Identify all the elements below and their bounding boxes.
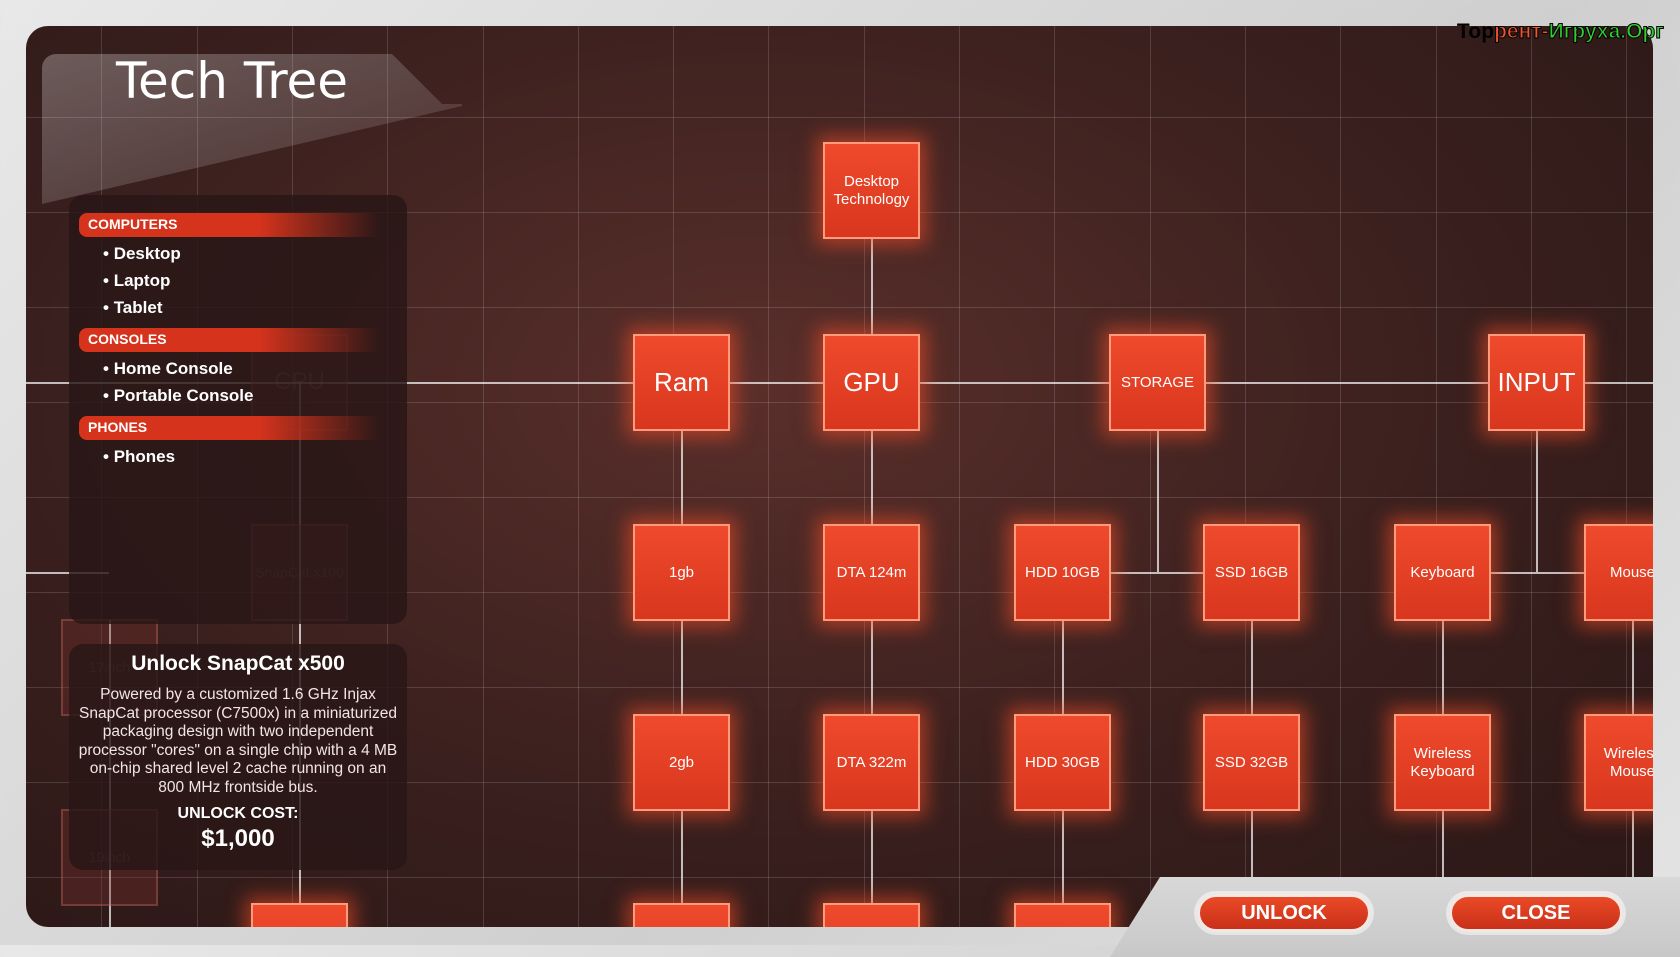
grid-line [1530, 26, 1532, 927]
menu-item[interactable]: • Home Console [103, 359, 407, 379]
tech-node[interactable]: Ram [633, 334, 730, 431]
page-title: Tech Tree [116, 52, 349, 110]
grid-line [1149, 26, 1151, 927]
bullet-icon: • [103, 298, 114, 317]
menu-item-label: Laptop [113, 271, 171, 290]
grid-line [26, 117, 1653, 118]
grid-line [863, 26, 865, 927]
grid-line [959, 26, 960, 927]
menu-item-label: Phones [113, 447, 176, 466]
tech-node[interactable]: SSD 16GB [1203, 524, 1300, 621]
menu-item-label: Portable Console [113, 386, 254, 405]
watermark: Торрент-Игруха.Орг [1456, 20, 1665, 44]
grid-line [26, 497, 1653, 498]
tech-node[interactable]: INPUT [1488, 334, 1585, 431]
bullet-icon: • [103, 447, 114, 466]
tech-node[interactable]: Wireless Keyboard [1394, 714, 1491, 811]
bullet-icon: • [103, 244, 114, 263]
category-header: CONSOLES [79, 328, 379, 352]
unlock-description: Powered by a customized 1.6 GHz Injax Sn… [78, 686, 398, 796]
connector-line [1536, 382, 1538, 572]
menu-item[interactable]: • Portable Console [103, 386, 407, 406]
connector-line [681, 382, 683, 927]
grid-line [482, 26, 484, 927]
tech-node[interactable]: DTA 322m [823, 714, 920, 811]
grid-line [577, 26, 579, 927]
grid-line [1626, 26, 1628, 927]
tech-node[interactable]: Wireless Mouse [1584, 714, 1653, 811]
menu-item-label: Tablet [113, 298, 163, 317]
bullet-icon: • [103, 359, 114, 378]
connector-line [871, 382, 873, 927]
tech-node[interactable]: Desktop Technology [823, 142, 920, 239]
menu-item[interactable]: • Laptop [103, 271, 407, 291]
grid-line [1435, 26, 1437, 927]
unlock-cost-label: UNLOCK COST: [177, 805, 299, 822]
tech-node-partial[interactable] [1014, 903, 1111, 927]
tech-node[interactable]: HDD 10GB [1014, 524, 1111, 621]
category-header: PHONES [79, 416, 379, 440]
connector-line [1442, 572, 1632, 574]
menu-item[interactable]: • Desktop [103, 244, 407, 264]
grid-line [673, 26, 675, 927]
unlock-cost: $1,000 [201, 825, 275, 852]
menu-item[interactable]: • Tablet [103, 298, 407, 318]
grid-line [1244, 26, 1246, 927]
menu-item-label: Home Console [113, 359, 233, 378]
tech-node-partial[interactable] [823, 903, 920, 927]
close-button[interactable]: CLOSE [1449, 894, 1623, 932]
tech-node[interactable]: STORAGE [1109, 334, 1206, 431]
grid-line [1340, 26, 1342, 927]
menu-item-label: Desktop [113, 244, 181, 263]
connector-line [871, 190, 873, 382]
grid-line [26, 877, 1653, 878]
grid-line [26, 307, 1653, 308]
unlock-button[interactable]: UNLOCK [1197, 894, 1371, 932]
tech-node[interactable]: 2gb [633, 714, 730, 811]
tech-node[interactable]: HDD 30GB [1014, 714, 1111, 811]
tech-node[interactable]: DTA 124m [823, 524, 920, 621]
bullet-icon: • [103, 386, 114, 405]
grid-line [768, 26, 770, 927]
grid-line [26, 687, 1653, 688]
tech-node[interactable]: GPU [823, 334, 920, 431]
tech-node[interactable]: Mouse [1584, 524, 1653, 621]
connector-line [1062, 572, 1251, 574]
menu-item[interactable]: • Phones [103, 447, 407, 467]
connector-line [1157, 382, 1159, 572]
unlock-heading: Unlock SnapCat x500 [131, 652, 345, 675]
connector-line [26, 572, 109, 574]
unlock-info-panel: Unlock SnapCat x500 Powered by a customi… [69, 644, 407, 870]
grid-line [1054, 26, 1056, 927]
tech-node-partial[interactable] [251, 903, 348, 927]
tech-node[interactable]: 1gb [633, 524, 730, 621]
bullet-icon: • [103, 271, 114, 290]
category-header: COMPUTERS [79, 213, 379, 237]
tech-node[interactable]: Keyboard [1394, 524, 1491, 621]
tech-node[interactable]: SSD 32GB [1203, 714, 1300, 811]
tech-node-partial[interactable] [633, 903, 730, 927]
